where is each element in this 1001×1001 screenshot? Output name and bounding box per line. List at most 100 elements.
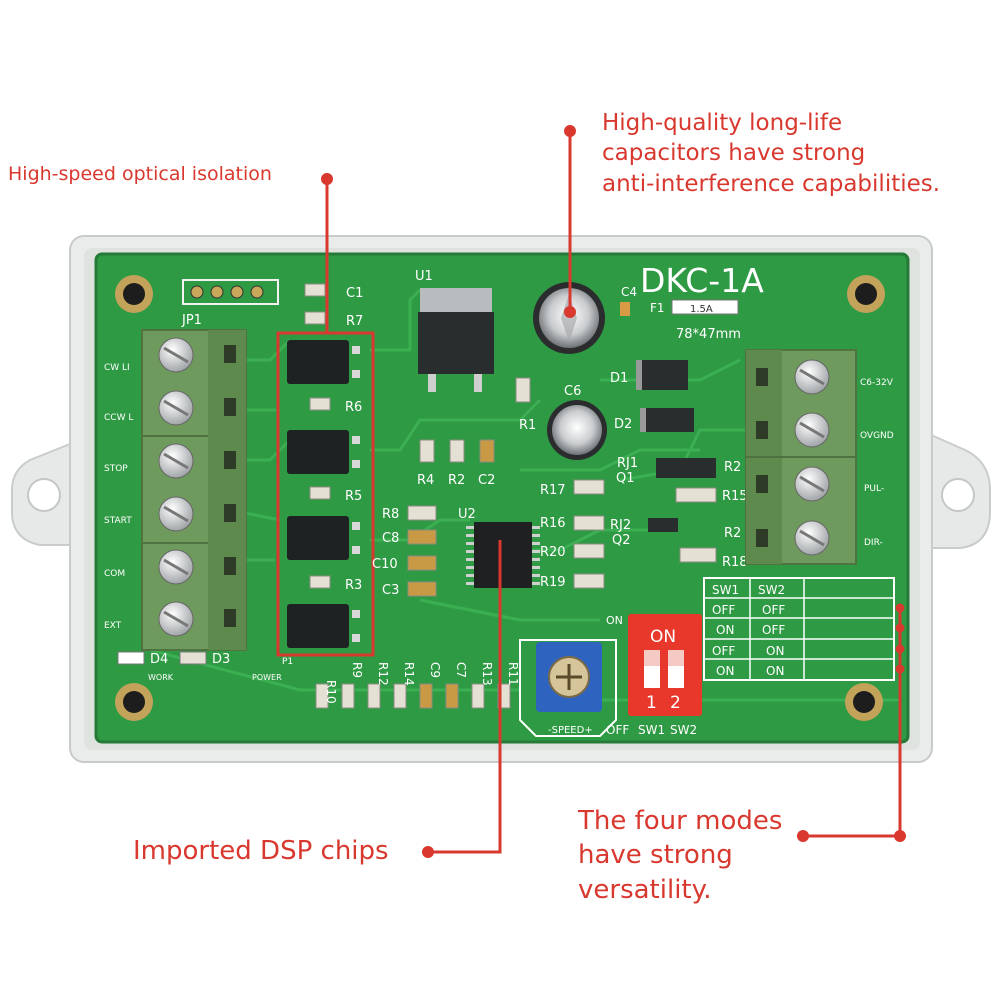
callout-dot-modes (797, 830, 809, 842)
regulator-u1: U1 (415, 269, 494, 392)
opto-resistors: C1 R7 R6 R5 R3 (304, 283, 363, 593)
d1-label: D1 (610, 371, 628, 386)
mode-row-1-sw2: OFF (762, 603, 785, 617)
jp1-label: JP1 (181, 313, 202, 328)
r18-label: R18 (722, 555, 748, 570)
c4-label: C4 (621, 285, 637, 299)
r10-label: R10 (324, 680, 338, 704)
d2-label: D2 (614, 417, 632, 432)
r7-label: R7 (346, 314, 363, 329)
mode-row-2-sw2: OFF (762, 623, 785, 637)
c10-label: C10 (372, 557, 398, 572)
r2a-label: R2 (448, 473, 465, 488)
q2-label: Q2 (612, 533, 631, 548)
mid-resistors: R4 R2 C2 R1 (417, 377, 536, 488)
dip-num-1: 1 (646, 693, 657, 713)
mode-table: SW1 SW2 OFF OFF ON OFF OFF ON ON ON (703, 577, 895, 681)
mode-row-4-sw1: ON (716, 664, 734, 678)
r2b-label: R2 (724, 460, 741, 475)
status-leds: D4 D3 WORK POWER P1 (117, 651, 293, 682)
c6-label: C6 (564, 384, 581, 399)
r5-label: R5 (345, 489, 362, 504)
terminal-label-gnd: OVGND (860, 431, 894, 441)
terminal-label-start: START (104, 516, 132, 526)
electrolytic-capacitors: C6 (533, 282, 607, 460)
r20-label: R20 (540, 545, 566, 560)
r19-label: R19 (540, 575, 566, 590)
r15-label: R15 (722, 489, 748, 504)
modes-annotation-line-1: The four modes (578, 806, 783, 836)
right-center-components: RJ1 Q1 R2 R15 RJ2 Q2 R2 R18 (610, 456, 748, 570)
p1-label: P1 (282, 657, 293, 667)
callout-lines (325, 132, 905, 854)
dip-switch: ON 1 2 ON OFF SW1 SW2 (606, 614, 702, 737)
modes-annotation-line-2: have strong (578, 840, 733, 871)
mode-row-3-sw1: OFF (712, 644, 735, 658)
q1-label: Q1 (616, 471, 635, 486)
c2-label: C2 (478, 473, 495, 488)
board-model: DKC-1A (640, 261, 764, 300)
r1-label: R1 (519, 418, 536, 433)
speed-label: -SPEED+ (548, 725, 593, 736)
left-terminal-labels: CW LI CCW L STOP START COM EXT (104, 363, 133, 631)
modes-annotation-line-3: versatility. (578, 874, 712, 905)
fuse-label: 1.5A (690, 304, 713, 315)
dip-side-on: ON (606, 614, 623, 627)
r14-label: R14 (402, 662, 416, 686)
led-d3-label: D3 (212, 652, 230, 667)
fuse (671, 299, 739, 315)
dsp-chip-u2: U2 (458, 507, 540, 588)
r12-label: R12 (376, 662, 390, 686)
u1-label: U1 (415, 269, 433, 284)
dip-num-2: 2 (670, 693, 681, 713)
capacitor-annotation-line-2: capacitors have strong (602, 140, 866, 167)
c7-label: C7 (454, 662, 468, 678)
work-label: WORK (148, 673, 174, 682)
terminal-label-com: COM (104, 569, 125, 579)
r3-label: R3 (345, 578, 362, 593)
r4-label: R4 (417, 473, 434, 488)
terminal-label-cw: CW LI (104, 363, 130, 373)
jumper-header: JP1 (181, 279, 279, 328)
r13-label: R13 (480, 662, 494, 686)
left-terminal-screws (158, 337, 236, 637)
r16-label: R16 (540, 516, 566, 531)
left-terminal-block (141, 329, 247, 651)
c1-label: C1 (346, 286, 363, 301)
dip-on-label: ON (650, 627, 676, 647)
right-terminal-labels: C6-32V OVGND PUL- DIR- (860, 378, 894, 548)
bottom-resistor-row: R10 R9 R12 R14 C9 C7 R13 R11 (315, 662, 520, 709)
power-label: POWER (252, 673, 282, 682)
capacitor-annotation: High-quality long-life capacitors have s… (602, 108, 940, 199)
r6-label: R6 (345, 400, 362, 415)
mode-row-2-sw1: ON (716, 623, 734, 637)
r17-label: R17 (540, 483, 566, 498)
rj2-label: RJ2 (610, 518, 631, 533)
optical-isolation-annotation: High-speed optical isolation (8, 163, 272, 185)
speed-potentiometer: -SPEED+ (519, 639, 617, 737)
board-size: 78*47mm (676, 327, 741, 342)
dip-sw1-label: SW1 (638, 723, 665, 737)
dsp-annotation: Imported DSP chips (133, 836, 389, 866)
mode-row-4-sw2: ON (766, 664, 784, 678)
r8-label: R8 (382, 507, 399, 522)
callout-dot-modes-end (894, 830, 906, 842)
terminal-label-voltage: C6-32V (860, 378, 894, 388)
callout-dot-capacitor-end (564, 306, 576, 318)
c9-label: C9 (428, 662, 442, 678)
dip-sw2-label: SW2 (670, 723, 697, 737)
u2-label: U2 (458, 507, 476, 522)
fuse-ref: F1 (650, 301, 665, 315)
r2c-label: R2 (724, 526, 741, 541)
mode-row-1-sw1: OFF (712, 603, 735, 617)
left-chip-components: R8 C8 C10 C3 (372, 505, 437, 598)
callout-dot-dsp (422, 846, 434, 858)
r9-label: R9 (350, 662, 364, 678)
terminal-label-ext: EXT (104, 621, 122, 631)
r11-label: R11 (506, 662, 520, 686)
mode-header-sw1: SW1 (712, 583, 739, 597)
capacitor-annotation-line-1: High-quality long-life (602, 110, 843, 136)
diodes: D1 D2 (610, 360, 694, 432)
callout-dot-capacitor (564, 125, 576, 137)
